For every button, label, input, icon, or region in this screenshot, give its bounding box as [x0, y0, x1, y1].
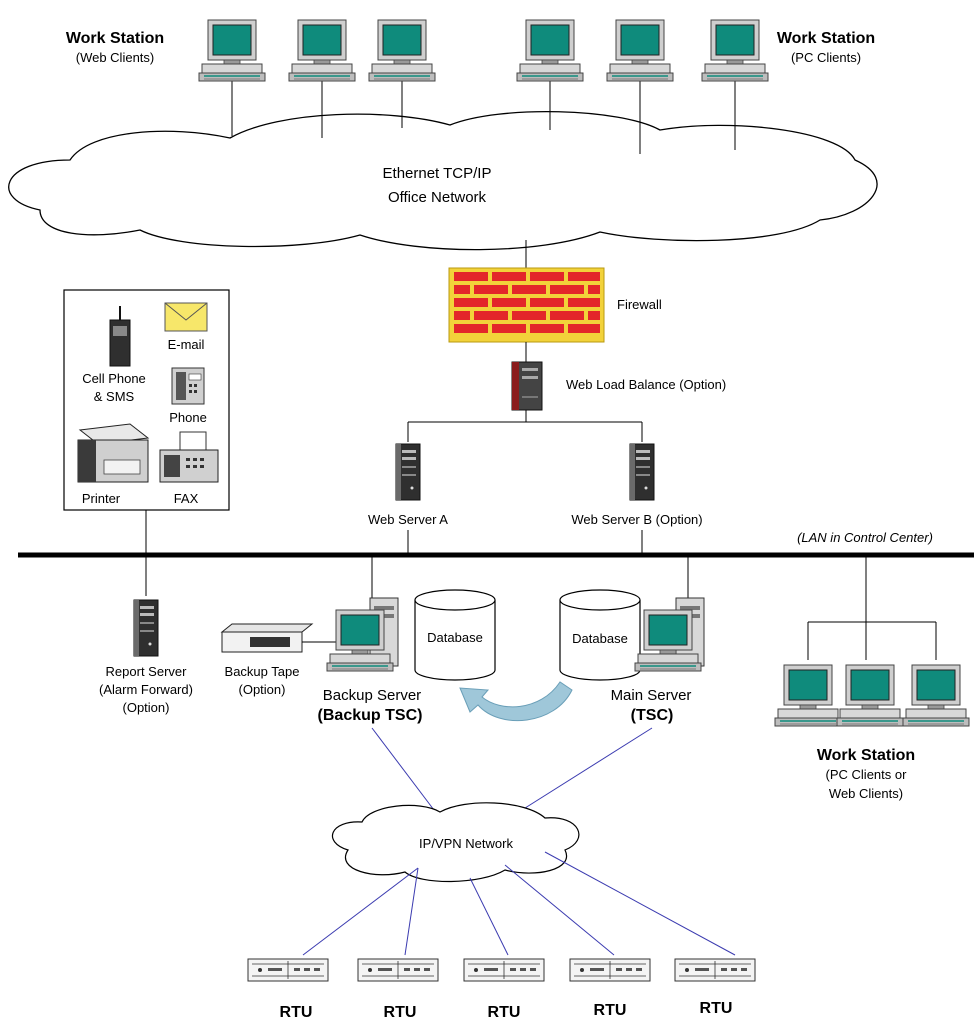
lan-workstation-2 [836, 664, 904, 727]
notify-cell-phone-label-2: & SMS [94, 389, 135, 404]
report-server-label-2: (Alarm Forward) [99, 682, 193, 697]
rtu-3-icon [463, 958, 545, 982]
backup-server-label-1: Backup Server [323, 687, 421, 704]
firewall-label: Firewall [617, 297, 662, 312]
workstation-pc-subtitle: (PC Clients) [791, 50, 861, 65]
rtu-5-label: RTU [700, 1000, 733, 1017]
email-icon [164, 302, 208, 332]
vpn-network-label: IP/VPN Network [419, 836, 513, 851]
rtu-1-icon [247, 958, 329, 982]
lan-workstation-title: Work Station [817, 747, 915, 764]
lan-label: (LAN in Control Center) [797, 530, 933, 545]
rtu-2-icon [357, 958, 439, 982]
rtu-4-label: RTU [594, 1002, 627, 1019]
workstation-web-subtitle: (Web Clients) [76, 50, 155, 65]
backup-server-label-2: (Backup TSC) [318, 707, 423, 724]
database-sync-arrow-icon [459, 681, 573, 722]
rtu-3-label: RTU [488, 1004, 521, 1021]
workstation-web-title: Work Station [66, 30, 164, 47]
web-server-a-icon [395, 443, 421, 501]
office-network-label-2: Office Network [388, 189, 487, 206]
fax-icon [159, 431, 219, 483]
web-server-a-label: Web Server A [368, 512, 448, 527]
report-server-icon [133, 599, 159, 657]
load-balance-label: Web Load Balance (Option) [566, 377, 726, 392]
web-server-b-icon [629, 443, 655, 501]
main-server-icon [634, 597, 705, 672]
vpn-network-cloud: IP/VPN Network [331, 802, 580, 883]
rtu-4-icon [569, 958, 651, 982]
workstation-pc-client-1 [516, 19, 584, 82]
firewall-icon [448, 267, 605, 343]
workstation-web-client-2 [288, 19, 356, 82]
report-server-label-3: (Option) [123, 700, 170, 715]
lan-workstation-3 [902, 664, 970, 727]
backup-tape-icon [220, 623, 314, 653]
notify-cell-phone-label-1: Cell Phone [82, 371, 146, 386]
backup-tape-label-1: Backup Tape [225, 664, 300, 679]
main-server-label-2: (TSC) [631, 707, 674, 724]
printer-icon [77, 423, 150, 483]
office-network-label-1: Ethernet TCP/IP [383, 165, 492, 182]
cell-phone-icon [109, 306, 131, 367]
balancer-webserver-links [407, 410, 643, 442]
rtu-2-label: RTU [384, 1004, 417, 1021]
workstation-pc-title: Work Station [777, 30, 875, 47]
lan-workstation-1 [774, 664, 842, 727]
backup-server-icon [326, 597, 399, 672]
notify-fax-label: FAX [174, 491, 199, 506]
load-balancer-icon [511, 361, 543, 411]
workstation-web-client-1 [198, 19, 266, 82]
backup-server-vpn-link [371, 727, 441, 819]
workstation-web-client-3 [368, 19, 436, 82]
phone-icon [171, 367, 205, 405]
notify-email-label: E-mail [168, 337, 205, 352]
workstation-pc-client-3 [701, 19, 769, 82]
notify-printer-label: Printer [82, 491, 121, 506]
main-server-label-1: Main Server [611, 687, 692, 704]
rtu-5-icon [674, 958, 756, 982]
office-network-cloud: Ethernet TCP/IP Office Network [8, 110, 878, 251]
lan-workstation-links [807, 555, 937, 660]
rtu-1-label: RTU [280, 1004, 313, 1021]
workstation-pc-client-2 [606, 19, 674, 82]
lan-workstation-label-2: Web Clients) [829, 786, 903, 801]
vpn-rtu-links [302, 851, 736, 956]
notify-phone-label: Phone [169, 410, 207, 425]
report-server-label-1: Report Server [106, 664, 188, 679]
web-server-b-label: Web Server B (Option) [571, 512, 702, 527]
backup-tape-label-2: (Option) [239, 682, 286, 697]
main-server-vpn-link [513, 727, 653, 816]
database-main-label: Database [572, 631, 628, 646]
database-backup-label: Database [427, 630, 483, 645]
workstation-drop-lines [231, 80, 736, 154]
lan-workstation-label-1: (PC Clients or [826, 767, 908, 782]
